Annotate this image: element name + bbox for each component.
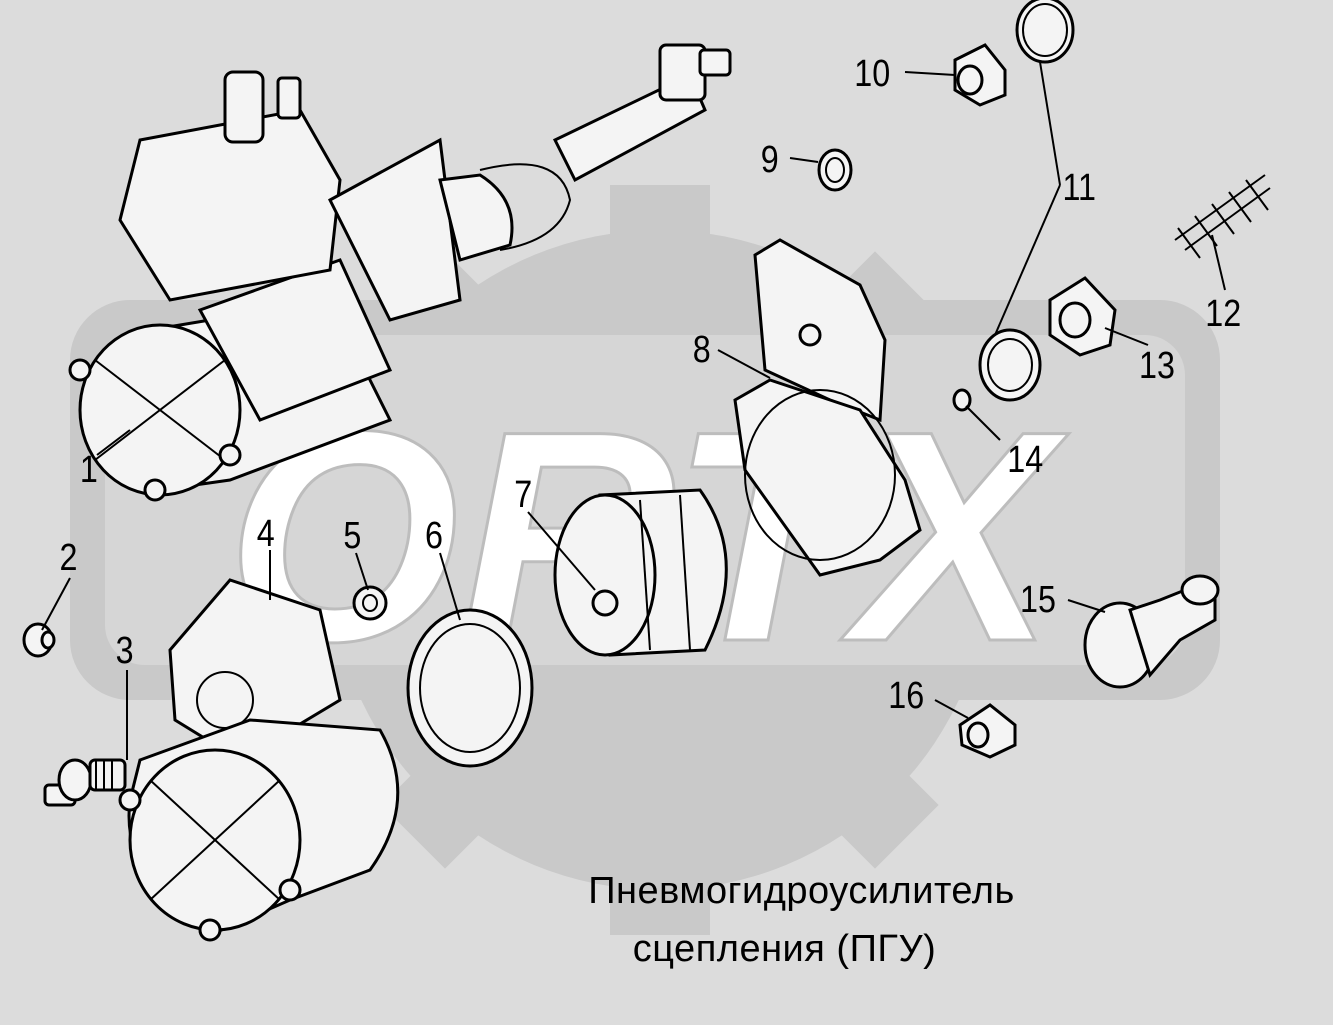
part-8-cover-gasket	[733, 238, 922, 577]
part-11-ring	[978, 0, 1075, 402]
leader-5	[355, 552, 369, 591]
leader-lines	[41, 61, 1226, 760]
leader-11b	[994, 184, 1061, 336]
part-2-plug	[22, 622, 56, 658]
part-10-nut	[953, 43, 1007, 107]
callout-5: 5	[343, 515, 361, 557]
leader-8	[717, 349, 771, 379]
part-1-booster-assembly	[68, 43, 732, 502]
callout-labels: 1 2 3 4 5 6 7 8 9 10 11 12 13 14 15 16	[60, 53, 1242, 717]
callout-8: 8	[693, 329, 711, 371]
leader-10	[904, 71, 956, 76]
part-3-valve	[43, 758, 127, 807]
part-12-spring	[1174, 174, 1271, 259]
callout-3: 3	[116, 630, 134, 672]
callout-1: 1	[80, 449, 98, 491]
leader-14	[965, 405, 1001, 441]
callout-11: 11	[1063, 167, 1097, 209]
part-6-seal-ring	[406, 608, 534, 768]
leader-1	[96, 429, 131, 456]
part-15-boot	[1083, 574, 1220, 689]
leader-13	[1104, 327, 1149, 346]
leader-15	[1067, 599, 1106, 613]
caption-line-1: Пневмогидроусилитель	[588, 870, 1015, 912]
callout-4: 4	[257, 513, 275, 555]
leader-2	[41, 577, 71, 631]
part-14-o-ring	[952, 388, 972, 412]
part-5-washer	[352, 585, 388, 621]
callout-10: 10	[854, 53, 890, 95]
callout-6: 6	[425, 515, 443, 557]
callout-9: 9	[761, 139, 779, 181]
callout-15: 15	[1020, 579, 1056, 621]
callout-12: 12	[1205, 293, 1241, 335]
part-7-piston	[553, 488, 728, 657]
callout-2: 2	[60, 537, 78, 579]
callout-14: 14	[1007, 439, 1043, 481]
leader-6	[439, 552, 461, 621]
callout-13: 13	[1139, 345, 1175, 387]
leader-16	[934, 699, 969, 719]
callout-16: 16	[888, 675, 924, 717]
caption-line-2: сцепления (ПГУ)	[632, 928, 937, 970]
callout-7: 7	[514, 474, 532, 516]
part-4-cylinder-housing	[118, 578, 400, 942]
part-16-nut	[958, 703, 1017, 759]
leader-7	[527, 511, 596, 591]
leader-12	[1211, 234, 1226, 291]
part-13-nut	[1048, 276, 1117, 357]
part-9-washer	[817, 148, 853, 192]
leader-9	[789, 157, 819, 163]
leader-11a	[1039, 61, 1061, 186]
